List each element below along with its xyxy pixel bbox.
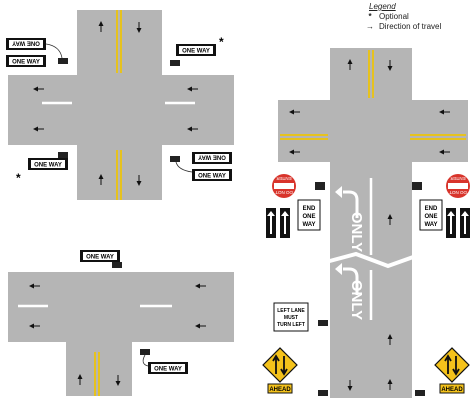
t-intersection: [8, 262, 234, 396]
arrow-plaques-left: [266, 208, 290, 238]
svg-text:END: END: [303, 206, 316, 212]
svg-text:MUST: MUST: [284, 315, 298, 321]
optional-asterisk: *: [16, 171, 21, 185]
one-way-text: ONE WAY: [154, 367, 182, 373]
arrow-right-icon: →: [366, 22, 374, 31]
one-way-text: ONE WAY: [198, 154, 226, 160]
legend: Legend * Optional → Direction of travel: [365, 2, 441, 32]
do-not-enter-top: DO NOT: [449, 190, 467, 195]
svg-text:AHEAD: AHEAD: [441, 387, 463, 393]
do-not-enter-sign-right: DO NOT ENTER: [446, 174, 470, 198]
one-way-sign-bl: ONE WAY: [28, 158, 68, 170]
one-way-sign-br-lower: ONE WAY: [192, 169, 232, 181]
do-not-enter-bottom: ENTER: [450, 176, 466, 181]
legend-label-optional: Optional: [379, 12, 409, 21]
arrow-plaques-right: [446, 208, 470, 238]
do-not-enter-sign-left: DO NOT ENTER: [272, 174, 296, 198]
one-way-text: ONE WAY: [86, 255, 114, 261]
pavement-only-lower: ONLY: [348, 280, 365, 320]
do-not-enter-top: DO NOT: [275, 190, 293, 195]
left-lane-must-turn-left-sign: LEFT LANE MUST TURN LEFT: [273, 302, 309, 332]
svg-text:LEFT LANE: LEFT LANE: [277, 308, 305, 314]
svg-text:ONE: ONE: [302, 214, 315, 220]
one-way-sign-br-upper: ONE WAY: [192, 152, 232, 164]
svg-text:WAY: WAY: [424, 222, 437, 228]
two-way-traffic-ahead-right: AHEAD: [434, 347, 470, 394]
svg-text:END: END: [425, 206, 438, 212]
one-way-sign-tl-lower: ONE WAY: [6, 55, 46, 67]
one-way-sign-tl-upper: ONE WAY: [6, 38, 46, 50]
do-not-enter-bottom: ENTER: [276, 176, 292, 181]
one-way-text: ONE WAY: [12, 60, 40, 66]
one-way-sign-t-top: ONE WAY: [80, 250, 120, 262]
one-way-text: ONE WAY: [198, 174, 226, 180]
legend-label-direction: Direction of travel: [379, 22, 442, 31]
svg-text:TURN LEFT: TURN LEFT: [277, 322, 305, 328]
two-way-traffic-ahead-left: AHEAD: [262, 347, 298, 394]
transition-diagram: ONLY ONLY: [278, 48, 468, 398]
asterisk-icon: *: [368, 12, 372, 21]
one-way-text: ONE WAY: [12, 40, 40, 46]
one-way-text: ONE WAY: [34, 163, 62, 169]
legend-title: Legend: [369, 2, 396, 11]
end-one-way-sign-right: END ONE WAY: [419, 199, 443, 231]
svg-text:WAY: WAY: [302, 222, 315, 228]
legend-item-optional: * Optional: [365, 12, 441, 22]
road-horizontal: [8, 75, 234, 145]
legend-item-direction: → Direction of travel: [365, 22, 441, 32]
one-way-sign-tr: ONE WAY: [176, 44, 216, 56]
optional-asterisk: *: [219, 35, 224, 49]
one-way-sign-t-bottom: ONE WAY: [148, 362, 188, 374]
pavement-only-upper: ONLY: [348, 212, 365, 252]
one-way-text: ONE WAY: [182, 49, 210, 55]
svg-text:ONE: ONE: [424, 214, 437, 220]
four-way-intersection: [8, 10, 234, 200]
svg-text:AHEAD: AHEAD: [269, 387, 291, 393]
end-one-way-sign-left: END ONE WAY: [297, 199, 321, 231]
